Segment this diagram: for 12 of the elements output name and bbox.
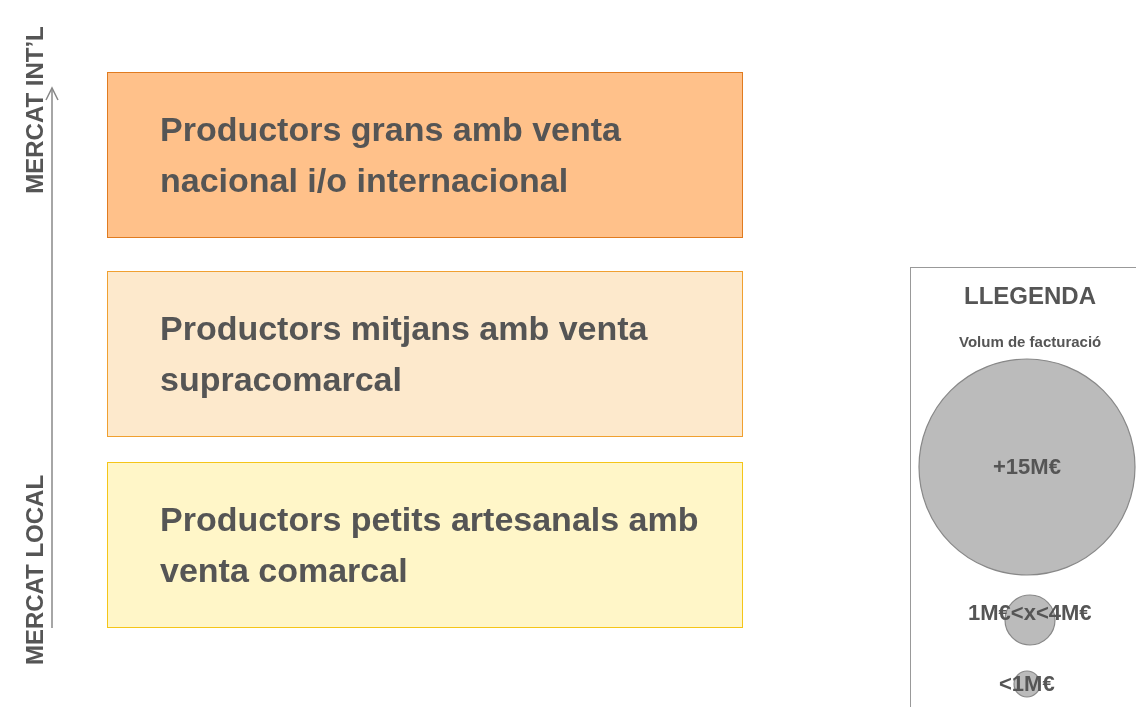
axis-label: MERCAT INT’L bbox=[20, 26, 49, 194]
legend-title: LLEGENDA bbox=[964, 282, 1096, 310]
category-box bbox=[107, 72, 743, 238]
category-box bbox=[107, 462, 743, 628]
legend-text: +15M€ bbox=[993, 454, 1061, 480]
legend-text: <1M€ bbox=[999, 671, 1055, 697]
box-text: Productors mitjans amb venta supracomarcal bbox=[160, 308, 649, 400]
box-text: Productors petits artesanals amb venta comarcal bbox=[160, 499, 700, 591]
axis-label: MERCAT LOCAL bbox=[21, 474, 50, 666]
category-box bbox=[107, 271, 743, 437]
box-text: Productors grans amb venta nacional i/o internacional bbox=[160, 109, 622, 201]
legend-subtitle: Volum de facturació bbox=[959, 332, 1102, 350]
